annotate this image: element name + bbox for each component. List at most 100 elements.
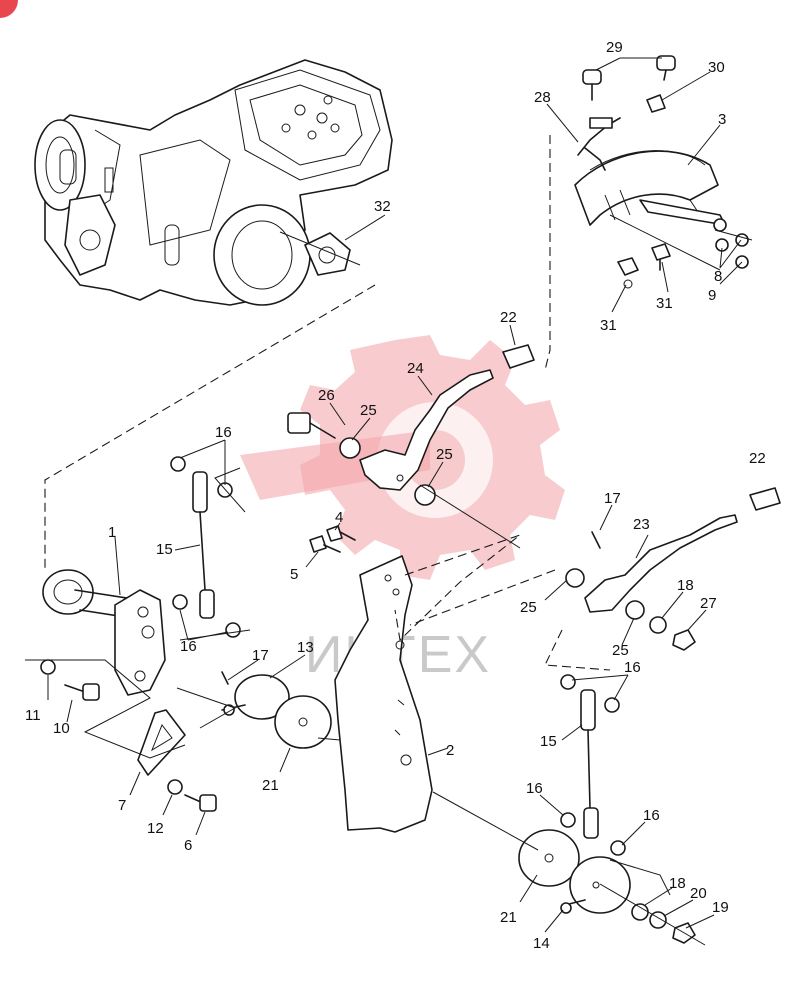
part-16-washer-7	[560, 812, 576, 828]
callout-22-upper: 22	[500, 309, 517, 326]
callout-17-right: 17	[604, 490, 621, 507]
callout-26: 26	[318, 387, 335, 404]
callout-8: 8	[714, 268, 722, 285]
callout-16-e: 16	[643, 807, 660, 824]
part-26-bolt	[287, 412, 336, 439]
part-32-gasket	[304, 232, 351, 276]
callout-25-b: 25	[436, 446, 453, 463]
callout-25-c: 25	[520, 599, 537, 616]
part-1-shaft	[42, 569, 166, 696]
callout-16-a: 16	[215, 424, 232, 441]
callout-15-right: 15	[540, 733, 557, 750]
callout-31-left: 31	[600, 317, 617, 334]
callout-27: 27	[700, 595, 717, 612]
callout-29: 29	[606, 39, 623, 56]
alignment-lines	[44, 135, 611, 671]
housing-assembly	[34, 59, 393, 306]
part-31-clips	[617, 243, 671, 289]
part-4-screw	[326, 525, 343, 542]
callout-32: 32	[374, 198, 391, 215]
part-14-disc	[560, 856, 631, 914]
callout-23: 23	[633, 516, 650, 533]
callout-13: 13	[297, 639, 314, 656]
part-16-washer-5	[560, 674, 576, 690]
callout-14: 14	[533, 935, 550, 952]
callout-15-left: 15	[156, 541, 173, 558]
part-15-rod-right	[580, 689, 599, 839]
callout-4: 4	[335, 509, 343, 526]
part-24-lever	[359, 369, 494, 491]
callout-20: 20	[690, 885, 707, 902]
part-25-washer-d	[625, 600, 645, 620]
callout-31-right: 31	[656, 295, 673, 312]
part-23-lever	[584, 514, 738, 613]
corner-mark	[0, 0, 18, 18]
callout-labels: 29 30 28 3 32 8 9 31 31 22 24 26 25 25 1…	[25, 39, 766, 952]
part-16-washer-6	[604, 697, 620, 713]
callout-6: 6	[184, 837, 192, 854]
callout-3: 3	[718, 111, 726, 128]
part-22-knob-b	[749, 487, 781, 511]
part-10-bolt	[64, 683, 100, 701]
callout-11: 11	[25, 707, 41, 724]
part-2-hole-c	[395, 640, 405, 650]
callout-7: 7	[118, 797, 126, 814]
callout-1: 1	[108, 524, 116, 541]
part-2-hole-b	[392, 588, 400, 596]
watermark-logo	[240, 335, 565, 580]
part-16-washer-1	[170, 456, 186, 472]
part-5-screw	[309, 535, 327, 553]
callout-18-lower: 18	[669, 875, 686, 892]
callout-28: 28	[534, 89, 551, 106]
part-27-nut	[672, 629, 696, 651]
callout-12: 12	[147, 820, 164, 837]
callout-21-right: 21	[500, 909, 517, 926]
part-15-rod-left	[192, 471, 215, 619]
assembly-lines	[25, 214, 753, 946]
part-21-disc-left	[274, 695, 332, 749]
part-16-washer-4	[225, 622, 241, 638]
part-30-clip	[646, 94, 666, 113]
callout-19: 19	[712, 899, 729, 916]
callout-18-upper: 18	[677, 577, 694, 594]
callout-10: 10	[53, 720, 70, 737]
part-17-pin-left	[221, 671, 229, 685]
part-6-bolt	[184, 794, 217, 812]
part-7-bracket	[137, 709, 186, 776]
part-20-washer	[649, 911, 667, 929]
callout-16-b: 16	[180, 638, 197, 655]
callout-9: 9	[708, 287, 716, 304]
part-24-hole	[396, 474, 404, 482]
callout-5: 5	[290, 566, 298, 583]
callout-30: 30	[708, 59, 725, 76]
part-16-washer-3	[172, 594, 188, 610]
part-2-hole-d	[400, 754, 412, 766]
callout-25-d: 25	[612, 642, 629, 659]
part-22-knob-a	[502, 344, 535, 369]
part-8-9-hardware	[713, 218, 749, 269]
callout-2: 2	[446, 742, 454, 759]
part-16-washer-8	[610, 840, 626, 856]
part-3-quadrant	[574, 150, 726, 226]
callout-16-d: 16	[526, 780, 543, 797]
part-2-hole-a	[384, 574, 392, 582]
part-18-washer-b	[631, 903, 649, 921]
part-17-pin-right	[591, 531, 601, 549]
part-25-washer-a	[339, 437, 361, 459]
part-12-washer	[167, 779, 183, 795]
callout-22-lower: 22	[749, 450, 766, 467]
callout-25-a: 25	[360, 402, 377, 419]
part-11-washer	[40, 659, 56, 675]
part-28-bracket	[577, 117, 621, 171]
part-25-washer-c	[565, 568, 585, 588]
part-29-screws	[582, 55, 676, 101]
leader-lines	[47, 57, 743, 933]
callout-24: 24	[407, 360, 424, 377]
callout-16-c: 16	[624, 659, 641, 676]
part-18-washer-a	[649, 616, 667, 634]
part-21-disc-right	[518, 829, 580, 887]
callout-17-left: 17	[252, 647, 269, 664]
part-2-plate	[334, 555, 433, 833]
callout-21-left: 21	[262, 777, 279, 794]
